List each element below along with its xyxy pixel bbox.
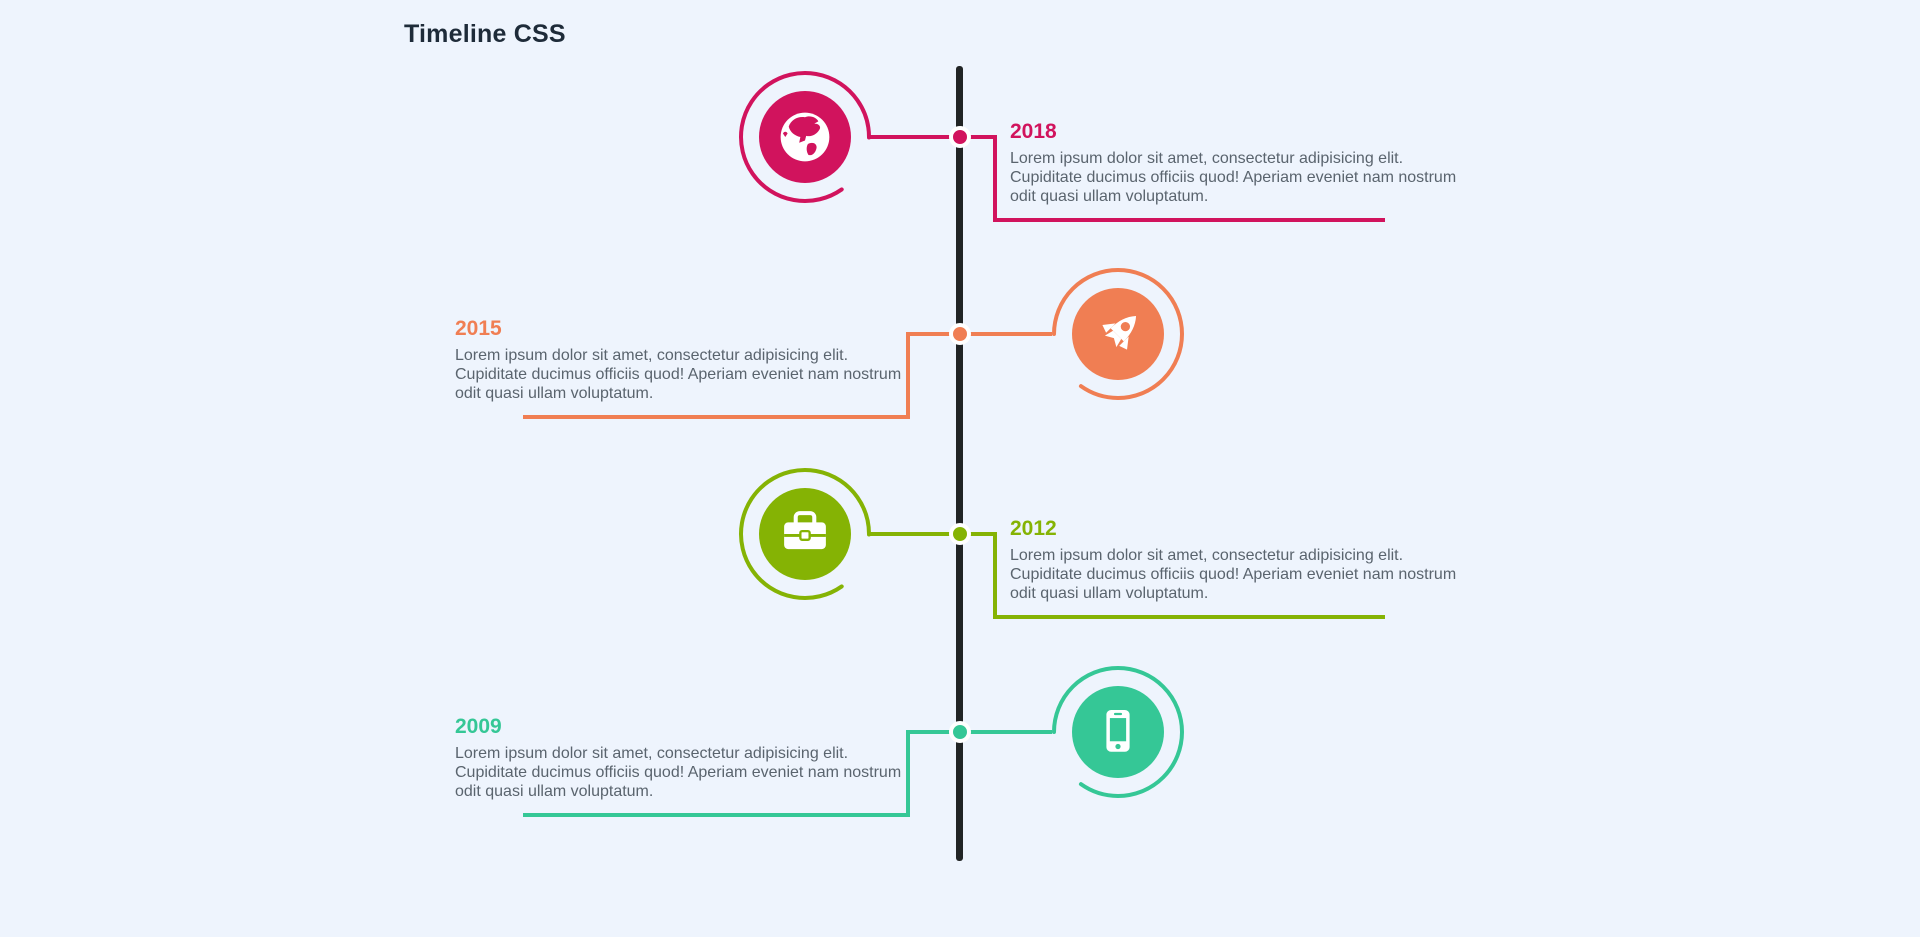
entry-connector bbox=[869, 532, 997, 536]
description-line: Lorem ipsum dolor sit amet, consectetur … bbox=[1010, 150, 1404, 167]
entry-year: 2015 bbox=[455, 317, 502, 340]
description-line: Lorem ipsum dolor sit amet, consectetur … bbox=[455, 745, 849, 762]
icon-badge bbox=[1072, 686, 1164, 778]
rocket-icon bbox=[1102, 315, 1137, 350]
description-line: odit quasi ullam voluptatum. bbox=[1010, 188, 1209, 205]
entry-underline bbox=[523, 813, 910, 817]
icon-ring bbox=[739, 468, 871, 600]
entry-connector bbox=[906, 332, 1052, 336]
entry-dot bbox=[949, 126, 971, 148]
timeline-axis bbox=[956, 66, 963, 861]
description-line: odit quasi ullam voluptatum. bbox=[1010, 585, 1209, 602]
entry-connector bbox=[906, 730, 1052, 734]
description-line: Cupiditate ducimus officiis quod! Aperia… bbox=[455, 366, 902, 383]
description-line: odit quasi ullam voluptatum. bbox=[455, 385, 654, 402]
icon-badge bbox=[759, 91, 851, 183]
entry-underline bbox=[993, 615, 1385, 619]
entry-description: Lorem ipsum dolor sit amet, consectetur … bbox=[1010, 546, 1456, 603]
entry-connector bbox=[869, 135, 997, 139]
entry-dot bbox=[949, 721, 971, 743]
entry-elbow bbox=[993, 135, 997, 222]
entry-elbow bbox=[906, 332, 910, 419]
entry-year: 2018 bbox=[1010, 120, 1057, 143]
description-line: Lorem ipsum dolor sit amet, consectetur … bbox=[1010, 547, 1404, 564]
entry-underline bbox=[523, 415, 910, 419]
entry-year: 2012 bbox=[1010, 517, 1057, 540]
phone-icon bbox=[1106, 709, 1130, 752]
icon-ring bbox=[1052, 268, 1184, 400]
entry-elbow bbox=[906, 730, 910, 817]
entry-dot bbox=[949, 323, 971, 345]
description-line: Cupiditate ducimus officiis quod! Aperia… bbox=[1010, 169, 1457, 186]
entry-year: 2009 bbox=[455, 715, 502, 738]
entry-dot bbox=[949, 523, 971, 545]
description-line: odit quasi ullam voluptatum. bbox=[455, 783, 654, 800]
entry-underline bbox=[993, 218, 1385, 222]
icon-ring bbox=[739, 71, 871, 203]
description-line: Cupiditate ducimus officiis quod! Aperia… bbox=[1010, 566, 1457, 583]
description-line: Lorem ipsum dolor sit amet, consectetur … bbox=[455, 347, 849, 364]
entry-description: Lorem ipsum dolor sit amet, consectetur … bbox=[455, 346, 901, 403]
description-line: Cupiditate ducimus officiis quod! Aperia… bbox=[455, 764, 902, 781]
entry-description: Lorem ipsum dolor sit amet, consectetur … bbox=[455, 744, 901, 801]
globe-icon bbox=[780, 112, 830, 162]
briefcase-icon bbox=[784, 511, 826, 550]
entry-elbow bbox=[993, 532, 997, 619]
entry-description: Lorem ipsum dolor sit amet, consectetur … bbox=[1010, 149, 1456, 206]
icon-badge bbox=[1072, 288, 1164, 380]
icon-ring bbox=[1052, 666, 1184, 798]
icon-badge bbox=[759, 488, 851, 580]
page-title: Timeline CSS bbox=[404, 20, 566, 48]
